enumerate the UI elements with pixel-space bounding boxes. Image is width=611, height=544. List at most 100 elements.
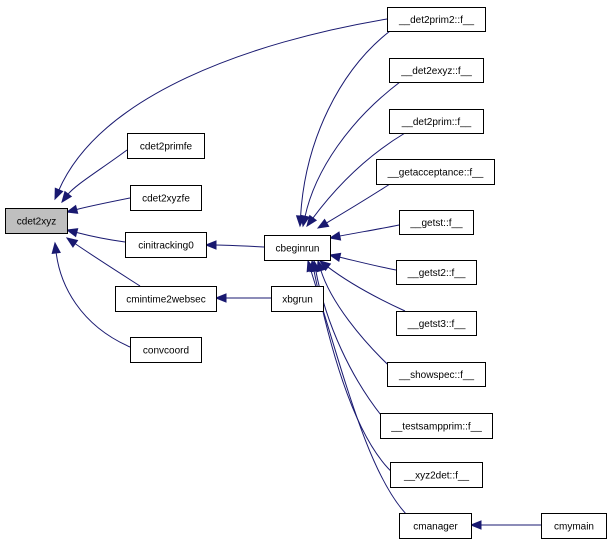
edge-convcoord-to-cdet2xyz (51, 241, 131, 348)
node-cmintime2websec[interactable]: cmintime2websec (115, 286, 217, 312)
node-cmymain[interactable]: cmymain (541, 513, 607, 539)
edge-xbgrun-to-cmintime2websec (214, 293, 272, 303)
arrowhead (214, 293, 227, 303)
node-box (125, 232, 207, 258)
node-label: __det2prim::f__ (401, 117, 472, 128)
edge-cmymain-to-cmanager (469, 520, 541, 530)
node-box (399, 210, 474, 235)
node-label: cdet2xyzfe (142, 194, 190, 205)
arrowhead (306, 259, 316, 273)
node-getst2[interactable]: __getst2::f__ (396, 260, 477, 285)
node-xyz2det[interactable]: __xyz2det::f__ (390, 462, 483, 488)
node-label: __getacceptance::f__ (387, 168, 484, 179)
node-label: __showspec::f__ (398, 370, 474, 381)
arrowhead (300, 214, 310, 228)
node-det2prim2[interactable]: __det2prim2::f__ (387, 7, 486, 32)
node-box (115, 286, 217, 312)
arrowhead (469, 520, 482, 530)
edge-line (55, 251, 131, 348)
edge-line (304, 81, 401, 218)
node-box (399, 513, 472, 539)
node-label: __det2exyz::f__ (400, 66, 472, 77)
node-label: __getst3::f__ (407, 319, 466, 330)
node-label: cdet2xyz (17, 217, 56, 228)
edge-line (320, 269, 401, 377)
edge-line (315, 269, 391, 427)
node-label: cbeginrun (276, 244, 320, 255)
graph-edges (51, 18, 541, 530)
node-showspec[interactable]: __showspec::f__ (387, 362, 486, 387)
edge-det2prim2-to-cdet2xyz (54, 18, 388, 201)
node-label: __testsampprim::f__ (390, 422, 482, 433)
edge-cdet2xyzfe-to-cdet2xyz (65, 197, 131, 214)
arrowhead (328, 252, 342, 262)
node-box (130, 337, 202, 363)
node-box (389, 109, 484, 134)
arrowhead (318, 260, 332, 272)
node-box (127, 133, 205, 159)
edge-line (338, 256, 397, 271)
edge-line (326, 266, 406, 312)
node-box (376, 159, 495, 185)
node-cinitracking0[interactable]: cinitracking0 (125, 232, 207, 258)
edge-testsampprim-to-cbeginrun (311, 259, 391, 427)
graph-nodes: cdet2xyz cdet2primfe cdet2xyzfe cinitrackin… (5, 7, 607, 539)
node-label: __getst::f__ (409, 218, 463, 229)
node-cbeginrun[interactable]: cbeginrun (264, 235, 331, 261)
edge-line (338, 224, 400, 237)
node-label: xbgrun (282, 295, 313, 306)
node-cdet2xyzfe[interactable]: cdet2xyzfe (130, 185, 202, 211)
node-getst3[interactable]: __getst3::f__ (396, 311, 477, 336)
edge-getst3-to-cbeginrun (318, 260, 406, 312)
edge-line (75, 231, 126, 243)
edge-line (75, 197, 131, 211)
node-label: convcoord (143, 346, 189, 357)
node-box (271, 286, 324, 312)
node-box (380, 413, 493, 439)
node-xbgrun[interactable]: xbgrun (271, 286, 324, 312)
node-box (396, 260, 477, 285)
node-cmanager[interactable]: cmanager (399, 513, 472, 539)
node-box (130, 185, 202, 211)
node-det2prim[interactable]: __det2prim::f__ (389, 109, 484, 134)
node-label: __det2prim2::f__ (398, 15, 474, 26)
edge-cmintime2websec-to-cdet2xyz (65, 237, 141, 287)
node-box (387, 362, 486, 387)
edge-det2exyz-to-cbeginrun (300, 81, 401, 228)
node-label: __getst2::f__ (407, 268, 466, 279)
edge-line (325, 183, 391, 224)
arrowhead (65, 204, 79, 214)
node-testsampprim[interactable]: __testsampprim::f__ (380, 413, 493, 439)
node-getacceptance[interactable]: __getacceptance::f__ (376, 159, 495, 185)
edge-line (300, 30, 391, 218)
node-label: cmanager (413, 522, 458, 533)
edge-getst-to-cbeginrun (328, 224, 400, 241)
edge-cbeginrun-to-cinitracking0 (204, 240, 265, 250)
arrowhead (306, 214, 318, 228)
edge-cinitracking0-to-cdet2xyz (65, 228, 126, 243)
node-cdet2primfe[interactable]: cdet2primfe (127, 133, 205, 159)
arrowhead (328, 231, 342, 241)
arrowhead (65, 228, 79, 238)
edge-getacceptance-to-cbeginrun (316, 183, 391, 229)
edge-line (58, 18, 388, 191)
edge-det2prim-to-cbeginrun (306, 132, 406, 228)
node-box (541, 513, 607, 539)
arrowhead (316, 218, 330, 229)
arrowhead (204, 240, 217, 250)
node-det2exyz[interactable]: __det2exyz::f__ (389, 58, 484, 83)
node-label: cmintime2websec (126, 295, 205, 306)
arrowhead (61, 190, 73, 204)
arrowhead (51, 241, 61, 254)
edge-showspec-to-cbeginrun (316, 259, 401, 377)
node-convcoord[interactable]: convcoord (130, 337, 202, 363)
node-box (387, 7, 486, 32)
edge-getst2-to-cbeginrun (328, 252, 397, 271)
edge-line (214, 244, 265, 248)
arrowhead (65, 237, 79, 248)
arrowhead (54, 187, 64, 201)
edge-line (74, 242, 141, 287)
node-label: cmymain (554, 522, 594, 533)
node-getst[interactable]: __getst::f__ (399, 210, 474, 235)
